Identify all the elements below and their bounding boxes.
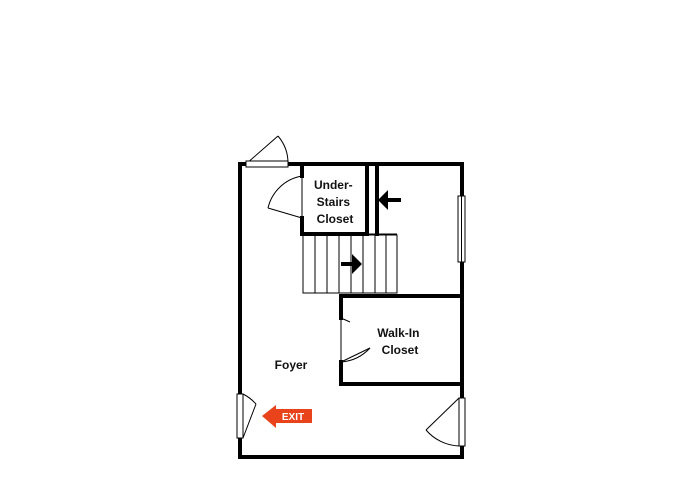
stair-landing-walls — [367, 162, 397, 236]
label-under-stairs-closet: Under- Stairs Closet — [314, 178, 356, 226]
label-walk-in-line1: Walk-In — [377, 326, 419, 340]
label-walk-in-line2: Closet — [382, 343, 419, 357]
label-foyer: Foyer — [275, 358, 308, 372]
door-north — [245, 135, 289, 168]
exit-label: EXIT — [282, 412, 304, 423]
walk-in-closet-walls — [339, 294, 464, 386]
label-under-stairs-line3: Closet — [317, 212, 354, 226]
stair-treads — [302, 234, 398, 294]
under-stairs-closet-walls — [300, 162, 369, 236]
door-exit-west — [236, 393, 257, 439]
window-east — [457, 195, 466, 263]
exit-arrow-icon — [262, 405, 312, 428]
label-walk-in-closet: Walk-In Closet — [377, 326, 423, 357]
label-under-stairs-line2: Stairs — [317, 195, 351, 209]
label-under-stairs-line1: Under- — [314, 178, 353, 192]
door-walk-in-closet — [340, 317, 371, 363]
door-east — [425, 397, 466, 447]
door-under-stairs-closet — [267, 175, 303, 219]
exit-sign: EXIT — [262, 405, 312, 428]
arrow-left-icon — [378, 190, 401, 210]
arrow-right-icon — [341, 254, 362, 274]
outer-walls — [238, 162, 464, 459]
